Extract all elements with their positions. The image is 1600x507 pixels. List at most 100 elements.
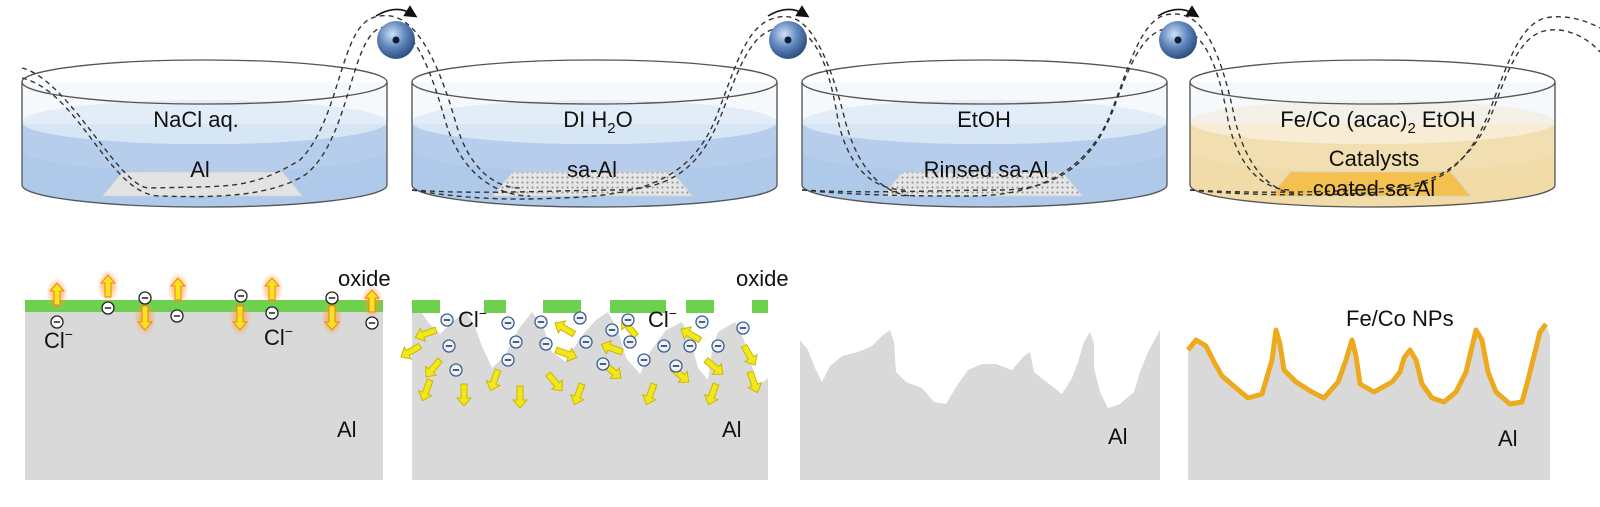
chloride-ion-icon [440, 313, 454, 327]
chloride-ion-icon [711, 339, 725, 353]
chloride-ion-icon [442, 339, 456, 353]
arrow-icon [641, 382, 658, 406]
dish-outline [411, 82, 778, 208]
arrow-shape [703, 356, 724, 375]
arrow-shape [455, 383, 473, 407]
dish-3 [801, 59, 1168, 208]
panel-4-aluminum [1188, 324, 1550, 480]
panel-4-catalyst-layer [1186, 322, 1548, 407]
dish-2-solution-sub: 2 [607, 120, 615, 137]
arrow-icon [703, 382, 720, 406]
chloride-ion-icon [637, 353, 651, 367]
dish-4-solution-sub: 2 [1407, 120, 1415, 137]
arrow-icon [97, 269, 119, 303]
arrow-shape [363, 289, 381, 313]
arrow-shape [485, 368, 502, 392]
chloride-ion-icon [138, 291, 152, 305]
panel-2-oxide-label: oxide [736, 266, 789, 291]
panel-2-ions [440, 311, 750, 377]
dish-glass [22, 82, 387, 124]
chloride-ion-icon [579, 335, 593, 349]
panel-1-arrows [46, 269, 383, 336]
panel-2-cl-b-text: Cl [648, 307, 669, 332]
arrow-shape [544, 371, 563, 392]
oxide-fragment [686, 300, 714, 313]
rotation-arrow-icon [767, 5, 810, 18]
panel-2-cl-a-sup: − [479, 305, 487, 321]
chloride-ion-icon [669, 359, 683, 373]
arrow-icon [511, 385, 529, 409]
dish-1-sample: Al [190, 157, 210, 182]
sample-slab [101, 171, 304, 197]
oxide-fragment [543, 300, 581, 313]
chloride-ion-icon [657, 339, 671, 353]
panel-2-arrows [400, 318, 763, 409]
arrow-shape [400, 342, 423, 360]
panel-1-al-label: Al [337, 417, 357, 442]
roller-axle [784, 36, 792, 44]
chloride-ion-icon [170, 309, 184, 323]
arrow-icon [425, 357, 444, 378]
chloride-ion-icon [623, 335, 637, 349]
chloride-ion-icon [539, 337, 553, 351]
transfer-path [21, 25, 531, 198]
arrow-shape [425, 357, 444, 378]
arrow-shape [569, 382, 586, 406]
roller-axle [1174, 36, 1182, 44]
dish-3-sample: Rinsed sa-Al [924, 157, 1049, 182]
panel-1-ions [50, 289, 379, 330]
arrow-icon [361, 284, 383, 318]
dish-outline [801, 82, 1168, 208]
panel-3-aluminum [800, 330, 1160, 480]
panel-4-al-label: Al [1498, 426, 1518, 451]
arrow-icon [229, 300, 251, 336]
chloride-ion-icon [365, 316, 379, 330]
panel-2-al-label: Al [722, 417, 742, 442]
dish-3-solution: EtOH [957, 107, 1011, 132]
oxide-fragment [752, 300, 768, 313]
chloride-ion-icon [736, 321, 750, 335]
roller-axle [392, 36, 400, 44]
transfer-path [21, 14, 521, 189]
dish-2 [411, 59, 778, 208]
panel-1-cl-b-text: Cl [264, 325, 285, 350]
arrow-icon [703, 356, 724, 375]
chloride-ion-icon [621, 313, 635, 327]
arrow-shape [323, 305, 341, 331]
arrow-shape [740, 343, 758, 366]
arrow-icon [740, 343, 758, 366]
chloride-ion-icon [596, 357, 610, 371]
panel-2-cl-label-a: Cl− [458, 305, 487, 332]
arrow-icon [554, 320, 577, 338]
chloride-ion-icon [449, 363, 463, 377]
panel-4-catalyst-label: Fe/Co NPs [1346, 306, 1454, 331]
arrow-shape [414, 326, 438, 343]
dish-2-sample: sa-Al [567, 157, 617, 182]
transfer-roller-icon [767, 5, 810, 59]
rotation-arrow-icon [1157, 5, 1200, 18]
panel-1-oxide-label: oxide [338, 266, 391, 291]
transfer-roller-icon [375, 5, 418, 59]
arrow-icon [544, 371, 563, 392]
arrow-icon [134, 300, 156, 336]
panel-1-corrosion: oxide Cl− Cl− Al [25, 266, 391, 480]
dish-2-solution-main: DI H [563, 107, 607, 132]
arrow-shape [511, 385, 529, 409]
dish-outline [1189, 82, 1556, 208]
chloride-ion-icon [325, 291, 339, 305]
oxide-fragment [484, 300, 506, 313]
dish-glass [802, 82, 1167, 124]
arrow-shape [48, 282, 66, 306]
panel-1-cl-label-b: Cl− [264, 323, 293, 350]
panel-1-cl-b-sup: − [285, 323, 293, 339]
arrow-shape [641, 382, 658, 406]
dish-4-solution-main: Fe/Co (acac) [1280, 107, 1407, 132]
dish-outline [21, 82, 388, 208]
arrow-shape [231, 305, 249, 331]
transfer-path [411, 27, 906, 193]
panel-2-oxide-fragments [412, 300, 768, 313]
arrow-shape [554, 320, 577, 338]
oxide-fragment [610, 300, 666, 313]
chloride-ion-icon [509, 335, 523, 349]
arrow-icon [46, 277, 68, 311]
